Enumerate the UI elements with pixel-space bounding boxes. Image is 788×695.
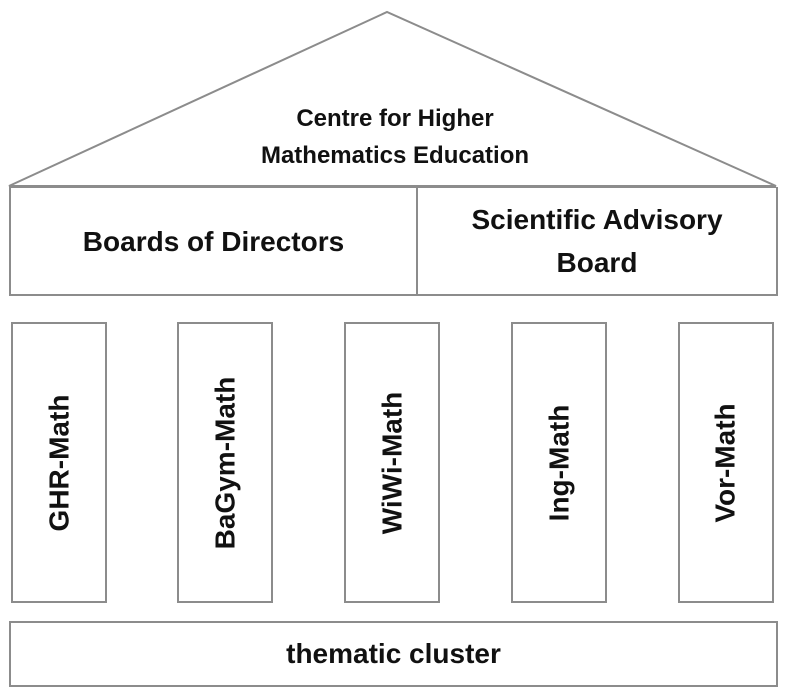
scientific-advisory-board-label: Scientific Advisory Board — [471, 198, 722, 284]
scientific-advisory-board-line-2: Board — [556, 247, 638, 278]
pillar-label: Ing-Math — [543, 404, 575, 521]
boards-beam: Boards of Directors Scientific Advisory … — [9, 187, 778, 296]
pillar-label: WiWi-Math — [376, 391, 408, 534]
pillar-label: BaGym-Math — [209, 376, 241, 549]
scientific-advisory-board-box: Scientific Advisory Board — [418, 188, 776, 294]
pillar-ing-math: Ing-Math — [511, 322, 607, 603]
centre-title-line-2: Mathematics Education — [260, 142, 530, 169]
centre-title: Centre for Higher Mathematics Education — [200, 100, 590, 174]
boards-of-directors-label: Boards of Directors — [82, 225, 345, 257]
pillar-wiwi-math: WiWi-Math — [344, 322, 440, 603]
thematic-cluster-label: thematic cluster — [286, 638, 501, 669]
thematic-cluster-foundation: thematic cluster — [9, 621, 778, 687]
pillar-ghr-math: GHR-Math — [11, 322, 107, 603]
centre-title-line-1: Centre for Higher — [296, 105, 494, 132]
pillar-label: GHR-Math — [43, 394, 74, 531]
pillar-vor-math: Vor-Math — [678, 322, 774, 603]
pillar-label: Vor-Math — [710, 402, 741, 523]
boards-of-directors-box: Boards of Directors — [11, 188, 418, 294]
pillar-bagym-math: BaGym-Math — [177, 322, 273, 603]
scientific-advisory-board-line-1: Scientific Advisory — [471, 204, 723, 235]
